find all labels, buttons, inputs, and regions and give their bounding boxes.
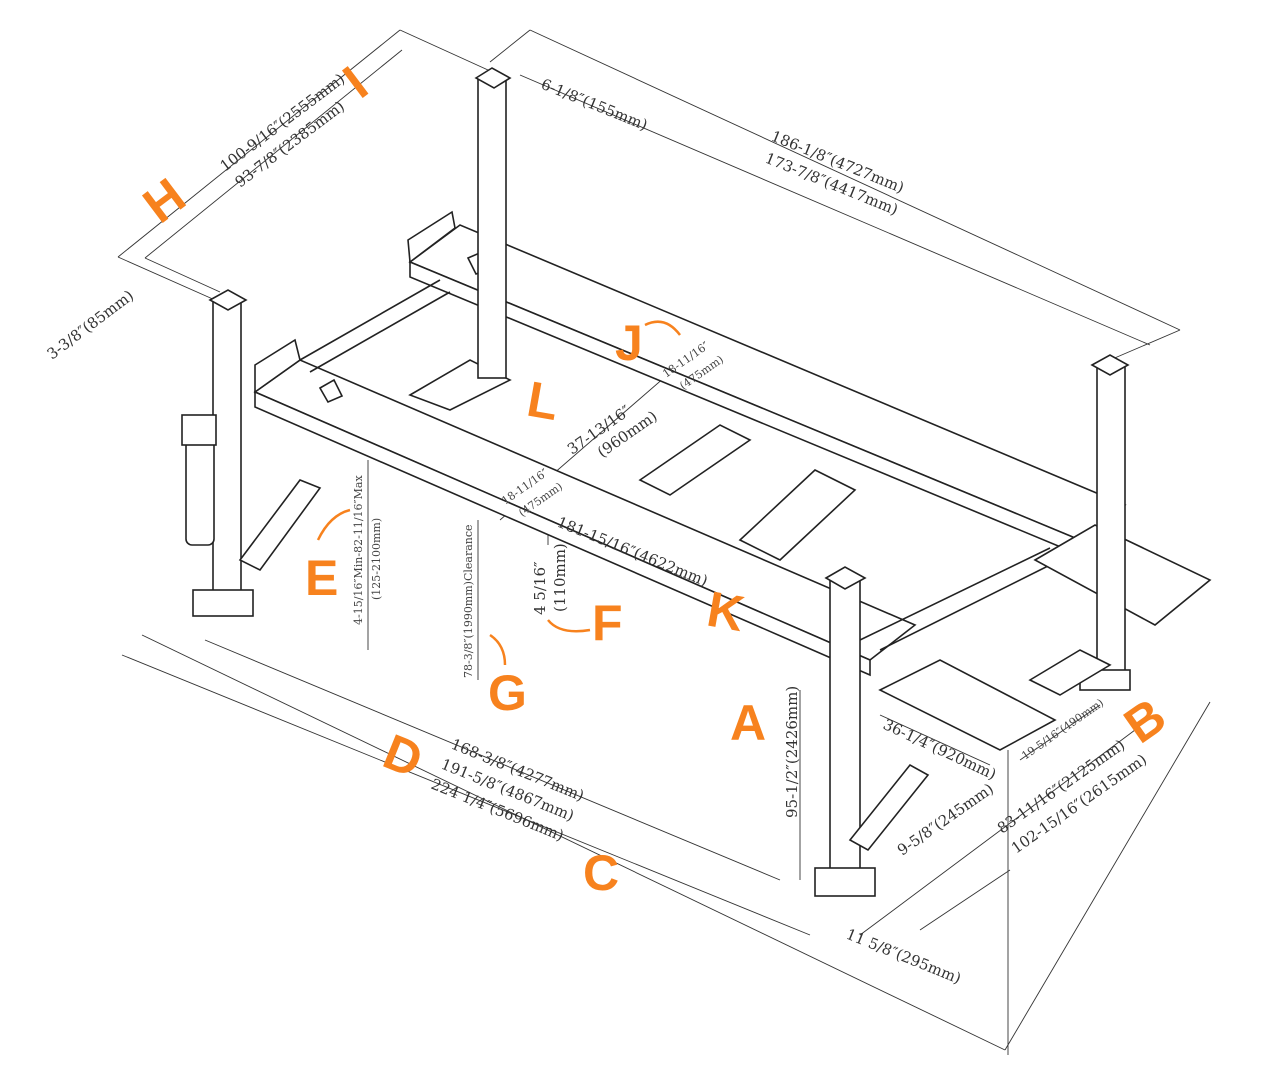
dimension-lines <box>117 29 1211 1055</box>
cross-rails <box>299 279 1061 651</box>
label-f: F <box>592 595 623 651</box>
dim-lift-height-mm: (125-2100mm) <box>370 518 383 600</box>
dim-lift-height: 4-15/16″Min-82-11/16″Max <box>352 475 365 625</box>
arrow-j <box>644 320 681 336</box>
label-h: H <box>133 167 196 233</box>
arrow-f <box>547 619 591 633</box>
dim-post-offset: 3-3/8″(85mm) <box>44 286 138 363</box>
dim-runway-thickness: 4 5/16″ <box>531 561 549 615</box>
dim-post-height: 95-1/2″(2426mm) <box>783 686 801 818</box>
hydraulic-pump <box>185 439 215 546</box>
label-j: J <box>615 315 643 371</box>
label-l: L <box>523 371 563 431</box>
arrow-e <box>316 508 351 541</box>
arrow-g <box>489 633 507 666</box>
motor <box>181 414 217 446</box>
label-d: D <box>376 723 430 788</box>
front-runway <box>253 338 917 677</box>
posts <box>181 67 1131 897</box>
label-g: G <box>488 665 527 721</box>
callout-arrows <box>316 320 681 666</box>
dim-clearance: 78-3/8″(1990mm)Clearance <box>462 524 475 678</box>
label-a: A <box>730 695 766 751</box>
dim-post-depth: 6-1/8″(155mm) <box>539 75 651 134</box>
dim-base-plate: 11 5/8″(295mm) <box>844 925 964 988</box>
label-e: E <box>305 550 338 606</box>
label-c: C <box>583 845 619 901</box>
dim-runway-thickness-mm: (110mm) <box>551 543 569 612</box>
